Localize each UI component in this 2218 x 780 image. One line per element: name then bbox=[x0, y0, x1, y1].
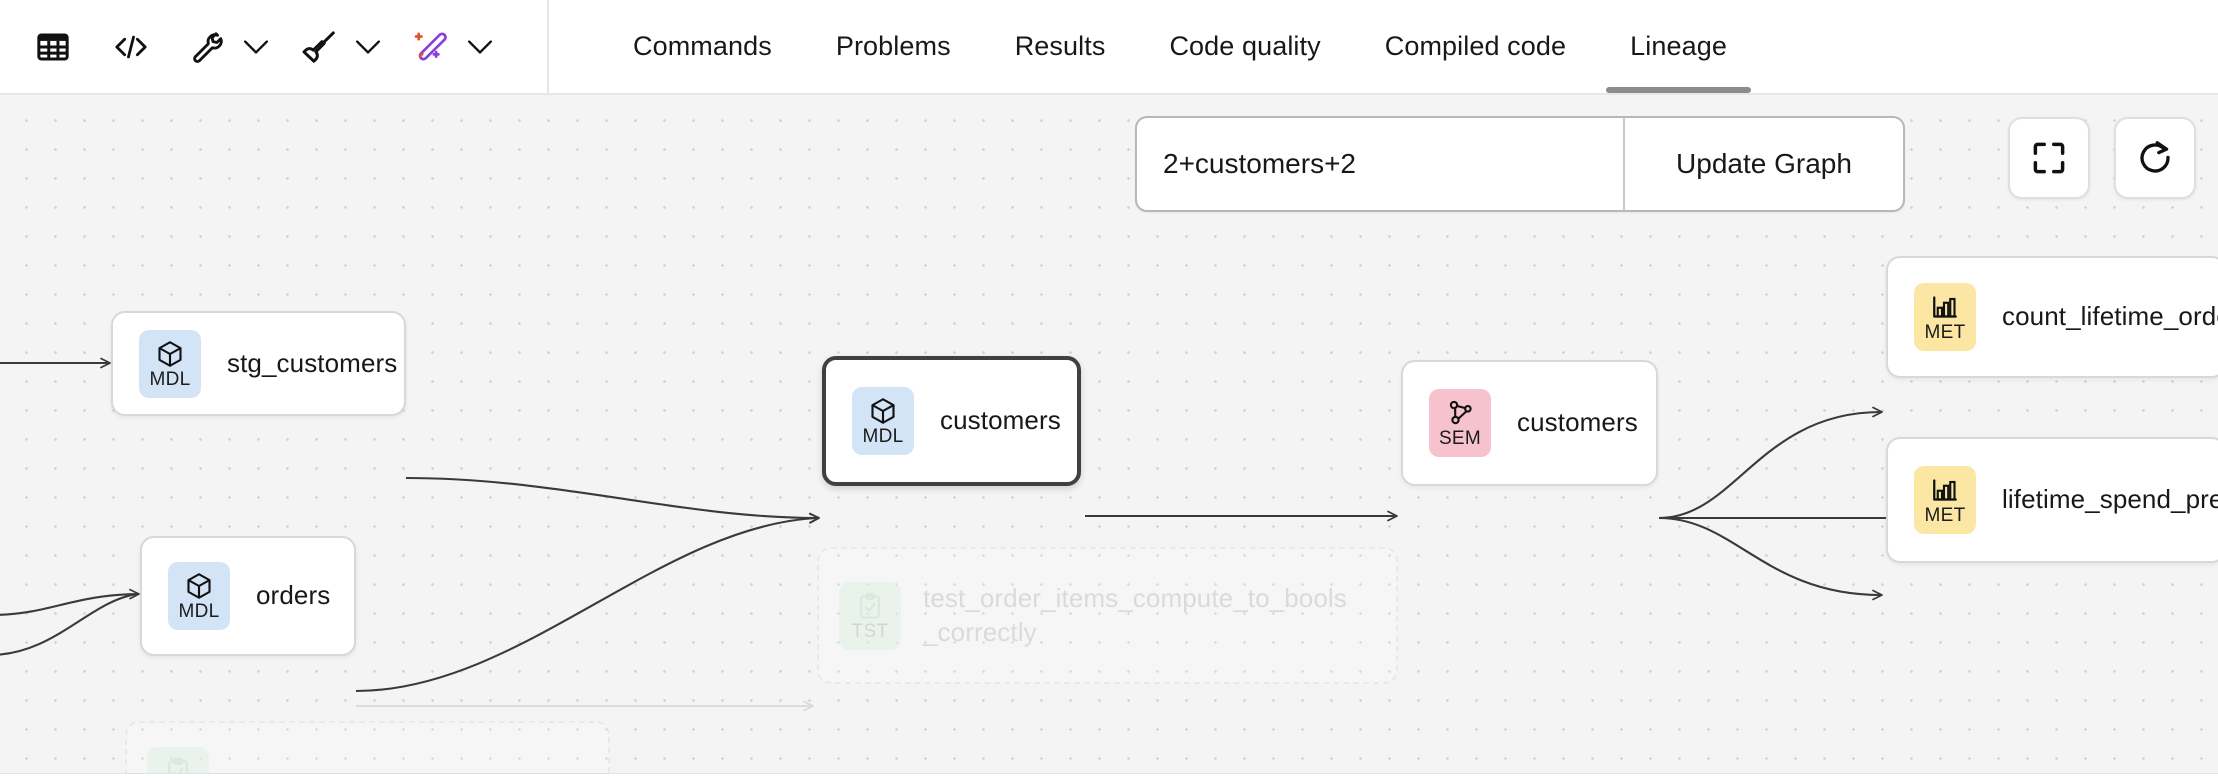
tab-lineage[interactable]: Lineage bbox=[1598, 0, 1759, 93]
lineage-node-stg-customers[interactable]: MDL stg_customers bbox=[111, 311, 406, 416]
node-type-badge-sem: SEM bbox=[1429, 389, 1491, 457]
update-graph-button[interactable]: Update Graph bbox=[1623, 118, 1903, 210]
cube-icon bbox=[187, 573, 211, 599]
fit-view-button[interactable] bbox=[2008, 117, 2090, 199]
node-label: orders bbox=[256, 580, 331, 611]
lineage-node-count-lifetime-orders[interactable]: MET count_lifetime_order bbox=[1886, 256, 2218, 378]
tab-results[interactable]: Results bbox=[1014, 31, 1106, 61]
lineage-node-partial-test[interactable]: TST bbox=[125, 721, 610, 780]
lineage-node-test-order-items[interactable]: TST test_order_items_compute_to_bools _c… bbox=[817, 547, 1398, 684]
ai-assist-menu[interactable] bbox=[402, 18, 500, 76]
editor-tabs: Commands Problems Results Code quality C… bbox=[549, 0, 2218, 93]
badge-label: SEM bbox=[1438, 428, 1482, 449]
lineage-node-customers-model[interactable]: MDL customers bbox=[822, 356, 1081, 486]
fit-view-icon bbox=[2033, 142, 2065, 174]
edge-stg-to-customers bbox=[405, 476, 820, 524]
magic-wand-icon[interactable] bbox=[402, 18, 460, 76]
refresh-button[interactable] bbox=[2114, 117, 2196, 199]
lineage-node-customers-semantic[interactable]: SEM customers bbox=[1401, 360, 1658, 486]
tab-problems[interactable]: Problems bbox=[835, 31, 951, 61]
edge-sem-to-count-lifetime bbox=[1658, 406, 1883, 520]
node-type-badge-tst: TST bbox=[839, 581, 901, 650]
badge-label: TST bbox=[851, 620, 889, 642]
node-label: customers bbox=[940, 405, 1061, 436]
bar-chart-icon bbox=[1933, 296, 1957, 318]
lineage-node-orders[interactable]: MDL orders bbox=[140, 536, 356, 656]
lineage-node-lifetime-spend-pretax[interactable]: MET lifetime_spend_preta bbox=[1886, 437, 2218, 563]
badge-label: MET bbox=[1924, 505, 1966, 526]
edge-orders-to-customers bbox=[355, 513, 820, 693]
refresh-icon bbox=[2140, 141, 2170, 173]
clipboard-check-icon bbox=[860, 592, 880, 619]
badge-label: MET bbox=[1924, 322, 1966, 343]
clipboard-check-icon bbox=[168, 757, 188, 780]
lineage-search-input[interactable] bbox=[1137, 118, 1623, 210]
tab-code-quality[interactable]: Code quality bbox=[1169, 31, 1321, 61]
node-label: stg_customers bbox=[227, 347, 398, 378]
node-type-badge-tst: TST bbox=[147, 747, 209, 780]
node-type-badge-met: MET bbox=[1914, 283, 1976, 351]
node-type-badge-mdl: MDL bbox=[168, 562, 230, 630]
cube-icon bbox=[871, 398, 895, 424]
format-menu[interactable] bbox=[290, 18, 388, 76]
tab-compiled-code[interactable]: Compiled code bbox=[1384, 31, 1567, 61]
tab-commands[interactable]: Commands bbox=[633, 31, 772, 61]
node-label: lifetime_spend_preta bbox=[2002, 484, 2218, 515]
badge-label: MDL bbox=[149, 368, 191, 390]
edge-in-orders-2 bbox=[0, 592, 139, 656]
badge-label: MDL bbox=[862, 426, 904, 447]
editor-toolbar bbox=[0, 0, 549, 93]
editor-header: Commands Problems Results Code quality C… bbox=[0, 0, 2218, 95]
canvas-controls bbox=[2008, 117, 2196, 199]
node-label: test_order_items_compute_to_bools _corre… bbox=[923, 583, 1347, 647]
network-graph-icon bbox=[1449, 400, 1472, 425]
table-view-icon[interactable] bbox=[24, 18, 82, 76]
chevron-down-icon[interactable] bbox=[348, 18, 388, 76]
chevron-down-icon[interactable] bbox=[460, 18, 500, 76]
node-type-badge-mdl: MDL bbox=[139, 329, 201, 398]
badge-label: MDL bbox=[178, 601, 220, 622]
chevron-down-icon[interactable] bbox=[236, 18, 276, 76]
node-type-badge-mdl: MDL bbox=[852, 387, 914, 455]
node-type-badge-met: MET bbox=[1914, 466, 1976, 534]
node-label: count_lifetime_order bbox=[2002, 301, 2218, 332]
edge-sem-to-lifetime-spend bbox=[1658, 516, 1883, 601]
wrench-icon[interactable] bbox=[178, 18, 236, 76]
bar-chart-icon bbox=[1933, 479, 1957, 501]
lineage-search-bar: Update Graph bbox=[1135, 116, 1905, 212]
edge-in-orders bbox=[0, 588, 140, 616]
lineage-canvas[interactable]: MDL stg_customers MDL orders bbox=[0, 95, 2218, 780]
tools-menu[interactable] bbox=[178, 18, 276, 76]
broom-icon[interactable] bbox=[290, 18, 348, 76]
code-view-icon[interactable] bbox=[102, 18, 160, 76]
node-label: customers bbox=[1517, 407, 1638, 438]
cube-icon bbox=[158, 340, 182, 367]
